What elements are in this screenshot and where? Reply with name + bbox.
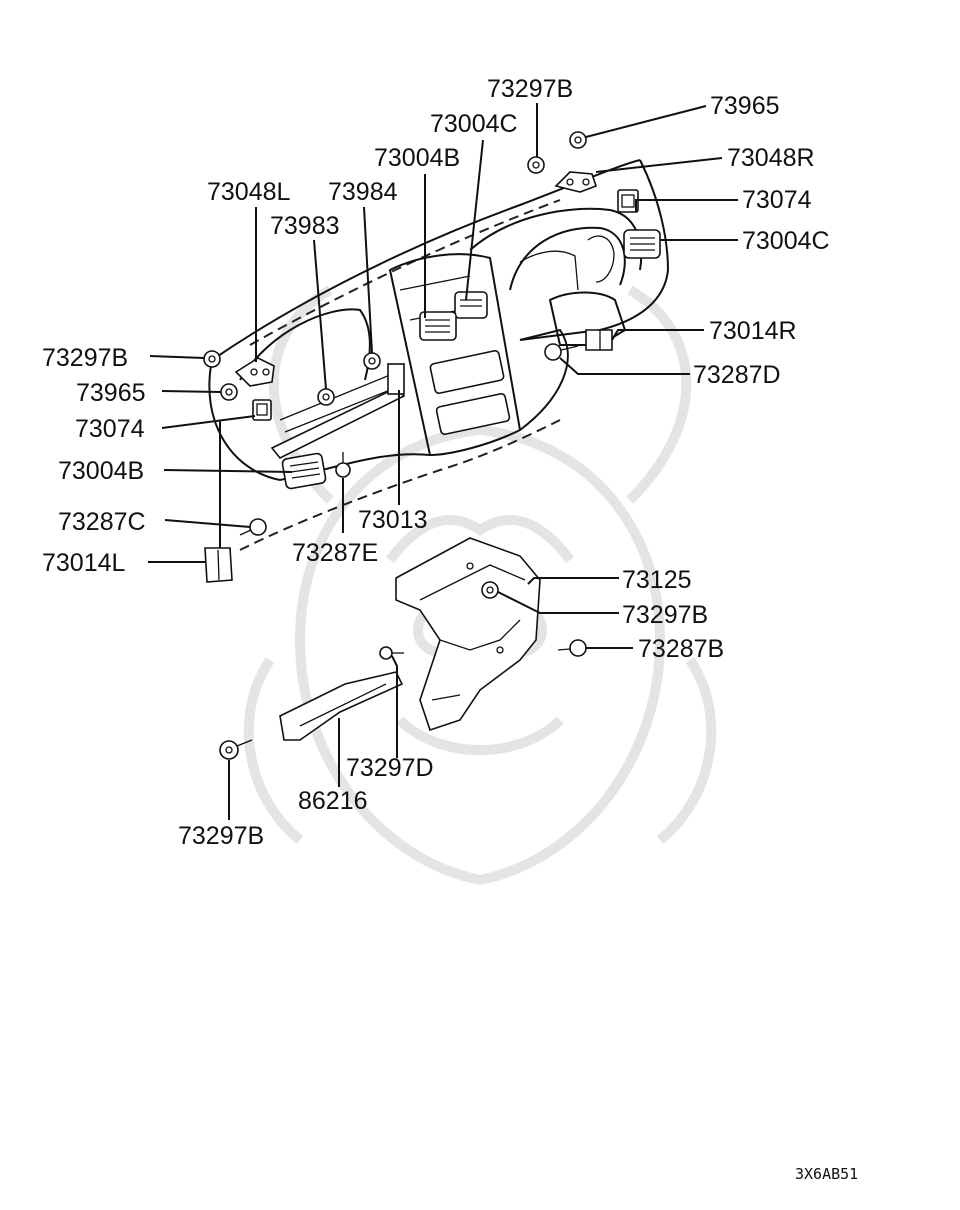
label-73297B-left: 73297B xyxy=(42,344,128,372)
label-73004B-left: 73004B xyxy=(58,457,144,485)
label-73287C: 73287C xyxy=(58,508,146,536)
label-73004C-top: 73004C xyxy=(430,110,518,138)
clip-73297D xyxy=(379,646,404,660)
label-73048L: 73048L xyxy=(207,178,291,206)
label-73004B-top: 73004B xyxy=(374,144,460,172)
label-86216: 86216 xyxy=(298,787,368,815)
clip-73297B-bottom xyxy=(219,739,253,760)
vent-73004C-center xyxy=(454,291,488,319)
bracket-73125 xyxy=(395,537,541,732)
label-73287E: 73287E xyxy=(292,539,378,567)
label-73297B-top: 73297B xyxy=(487,75,573,103)
vent-73004B-left xyxy=(281,452,327,490)
clip-73965-left xyxy=(220,383,238,401)
label-73014L: 73014L xyxy=(42,549,126,577)
vent-73004C-right xyxy=(623,229,661,259)
label-73984: 73984 xyxy=(328,178,398,206)
vent-73004B-center xyxy=(419,311,457,341)
label-73013: 73013 xyxy=(358,506,428,534)
label-73048R: 73048R xyxy=(727,144,815,172)
label-73965-left: 73965 xyxy=(76,379,146,407)
bolt-73287D xyxy=(544,343,579,361)
bolt-73287E xyxy=(335,452,351,478)
label-73983: 73983 xyxy=(270,212,340,240)
bracket-73074-right xyxy=(617,189,639,213)
bracket-86216 xyxy=(279,671,404,741)
bolt-73287B xyxy=(557,639,587,657)
label-73004C-right: 73004C xyxy=(742,227,830,255)
clip-73297B-middle xyxy=(481,581,499,599)
bracket-73048L xyxy=(234,357,275,387)
label-73287D: 73287D xyxy=(693,361,781,389)
label-73297B-middle: 73297B xyxy=(622,601,708,629)
label-73125: 73125 xyxy=(622,566,692,594)
clip-73297B-top xyxy=(527,156,545,174)
bracket-73014R xyxy=(585,329,613,351)
clip-73965-top xyxy=(569,131,587,149)
bracket-73014L xyxy=(204,547,233,583)
clip-73297B-left xyxy=(203,350,221,368)
label-73014R: 73014R xyxy=(709,317,797,345)
part-number-labels: 73297B 73965 73004C 73048R 73004B 73074 … xyxy=(42,75,830,850)
clip-73983 xyxy=(317,388,335,406)
label-73965-right: 73965 xyxy=(710,92,780,120)
diagram-code: 3X6AB51 xyxy=(795,1165,858,1183)
clip-73984 xyxy=(363,352,381,370)
reinforcement-73013 xyxy=(270,363,406,460)
bracket-73048R xyxy=(554,171,598,193)
label-73074-right: 73074 xyxy=(742,186,812,214)
label-73074-left: 73074 xyxy=(75,415,145,443)
instrument-panel xyxy=(208,159,669,551)
label-73297B-bottom: 73297B xyxy=(178,822,264,850)
leader-lines xyxy=(148,103,738,820)
label-73287B: 73287B xyxy=(638,635,724,663)
label-73297D: 73297D xyxy=(346,754,434,782)
bracket-73074-left xyxy=(252,399,272,421)
